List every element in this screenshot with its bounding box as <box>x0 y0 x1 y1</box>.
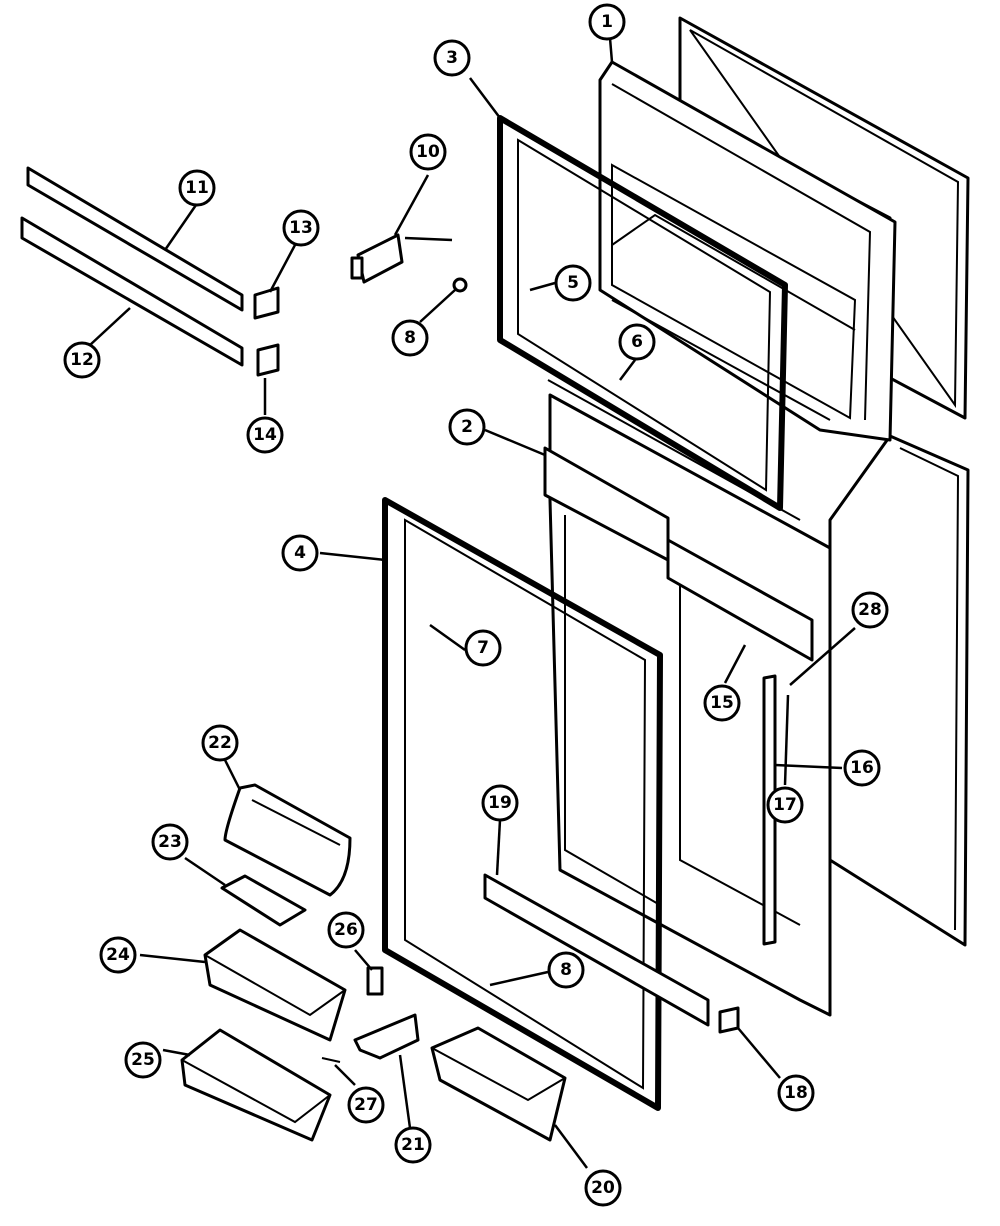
callout-6: 6 <box>618 323 656 361</box>
callout-3-label: 3 <box>446 48 458 68</box>
callout-21-label: 21 <box>401 1135 425 1155</box>
tray-23 <box>220 874 307 927</box>
callout-1-label: 1 <box>601 12 613 32</box>
callout-22: 22 <box>201 724 239 762</box>
callout-20: 20 <box>584 1169 622 1207</box>
end-cap-13 <box>253 286 280 320</box>
callout-11-label: 11 <box>185 178 209 198</box>
callout-2: 2 <box>448 408 486 446</box>
end-cap-14 <box>256 343 280 377</box>
callout-27-label: 27 <box>354 1095 378 1115</box>
callout-5-label: 5 <box>567 273 579 293</box>
callout-16: 16 <box>843 749 881 787</box>
callout-19-label: 19 <box>488 793 512 813</box>
callout-5: 5 <box>554 264 592 302</box>
callout-13: 13 <box>282 209 320 247</box>
callout-3: 3 <box>433 39 471 77</box>
callout-18: 18 <box>777 1074 815 1112</box>
callout-15: 15 <box>703 684 741 722</box>
callout-12: 12 <box>63 341 101 379</box>
callout-21: 21 <box>394 1126 432 1164</box>
callout-24: 24 <box>99 936 137 974</box>
callout-14: 14 <box>246 416 284 454</box>
callout-8-upper: 8 <box>391 319 429 357</box>
bracket-26 <box>366 966 384 996</box>
callout-17: 17 <box>766 786 804 824</box>
callout-25: 25 <box>124 1041 162 1079</box>
door-shelf-trim-19 <box>483 873 710 1027</box>
callout-10: 10 <box>409 133 447 171</box>
callout-25-label: 25 <box>131 1050 155 1070</box>
leader-lines <box>89 37 856 1169</box>
end-cap-18 <box>718 1006 740 1034</box>
callout-20-label: 20 <box>591 1178 615 1198</box>
callout-4-label: 4 <box>294 543 306 563</box>
screw-9 <box>452 277 468 293</box>
callout-12-label: 12 <box>70 350 94 370</box>
callout-10-label: 10 <box>416 142 440 162</box>
hinge-bracket-10 <box>350 233 404 284</box>
fresh-food-door-gasket <box>382 497 663 1111</box>
callout-14-label: 14 <box>253 425 277 445</box>
callout-16-label: 16 <box>850 758 874 778</box>
callout-24-label: 24 <box>106 945 130 965</box>
dairy-door-22 <box>223 783 352 897</box>
callout-8-lower-label: 8 <box>560 960 572 980</box>
fresh-food-door-outer-panel <box>828 434 970 947</box>
callout-4: 4 <box>281 534 319 572</box>
door-bin-24 <box>203 928 347 1042</box>
callout-6-label: 6 <box>631 332 643 352</box>
trim-strip-12 <box>20 216 244 367</box>
callout-26: 26 <box>327 911 365 949</box>
callout-17-label: 17 <box>773 795 797 815</box>
callout-15-label: 15 <box>710 693 734 713</box>
callout-1: 1 <box>588 3 626 41</box>
callout-2-label: 2 <box>461 417 473 437</box>
callout-26-label: 26 <box>334 920 358 940</box>
callout-18-label: 18 <box>784 1083 808 1103</box>
trim-strip-11 <box>26 166 244 312</box>
callout-8-upper-label: 8 <box>404 328 416 348</box>
callout-8-lower: 8 <box>547 951 585 989</box>
callout-7-label: 7 <box>477 638 489 658</box>
shelf-retainer-21 <box>353 1013 420 1060</box>
callout-19: 19 <box>481 784 519 822</box>
fresh-food-door-liner <box>543 379 832 1017</box>
freezer-door-liner <box>598 60 897 442</box>
callout-13-label: 13 <box>289 218 313 238</box>
bin-20 <box>430 1026 567 1142</box>
door-bin-25 <box>180 1028 332 1142</box>
callout-22-label: 22 <box>208 733 232 753</box>
callout-11: 11 <box>178 169 216 207</box>
callout-23-label: 23 <box>158 832 182 852</box>
callout-28: 28 <box>851 591 889 629</box>
callout-28-label: 28 <box>858 600 882 620</box>
callout-27: 27 <box>347 1086 385 1124</box>
callout-7: 7 <box>464 629 502 667</box>
clip-27 <box>321 1057 341 1063</box>
callout-23: 23 <box>151 823 189 861</box>
